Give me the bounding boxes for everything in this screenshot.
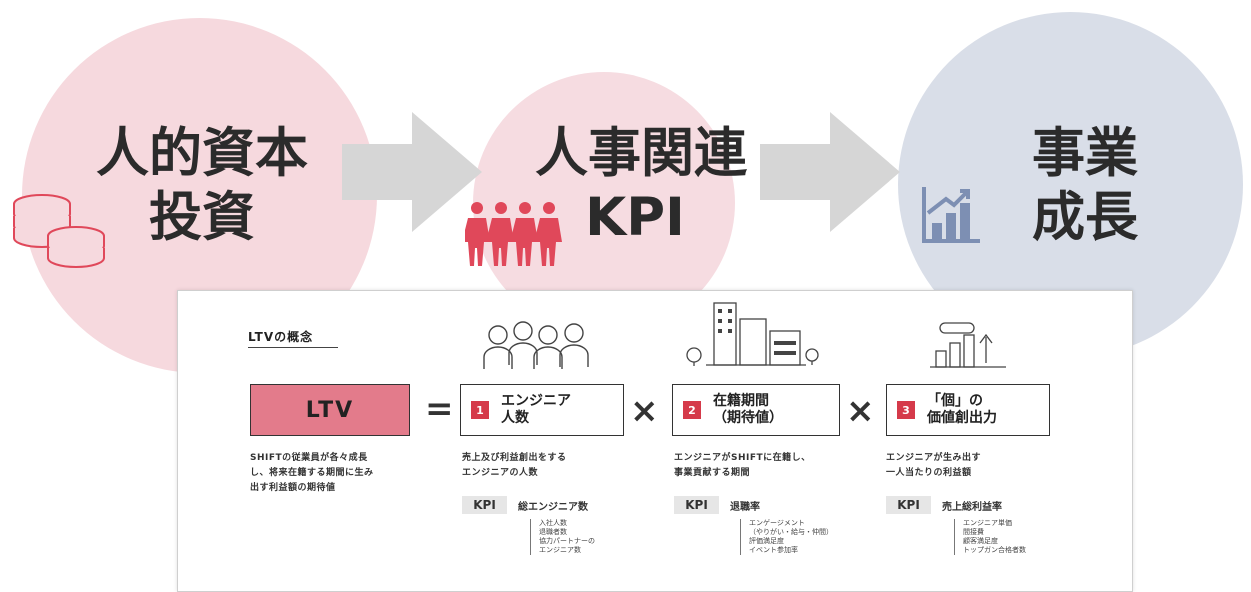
company-buildings-icon xyxy=(686,302,819,366)
bar-chart-icon xyxy=(922,187,980,243)
ltv-box: LTV xyxy=(250,384,410,436)
times-sign: × xyxy=(846,391,875,431)
value-creation-illustration-icon xyxy=(930,322,1006,368)
factor-number-badge: 2 xyxy=(683,401,701,419)
kpi-name: 売上総利益率 xyxy=(942,502,1002,513)
factor-label: 「個」の 価値創出力 xyxy=(927,393,997,426)
factor-value-creation: 3 「個」の 価値創出力 xyxy=(886,384,1050,436)
kpi-name: 退職率 xyxy=(730,502,760,513)
kpi-name: 総エンジニア数 xyxy=(518,502,588,513)
kpi-tag: KPI xyxy=(462,496,507,514)
equals-sign: = xyxy=(425,389,454,429)
kpi-tag: KPI xyxy=(886,496,931,514)
sub-kpi-list: エンゲージメント （やりがい・給与・仲間） 評価満足度 イベント参加率 xyxy=(740,519,833,555)
coins-icon xyxy=(13,194,105,268)
arrow-right-icon xyxy=(760,112,900,232)
arrow-right-icon xyxy=(342,112,482,232)
times-sign: × xyxy=(630,391,659,431)
sub-kpi-list: エンジニア単価 間接費 顧客満足度 トップガン合格者数 xyxy=(954,519,1026,555)
factor-description: エンジニアがSHIFTに在籍し、 事業貢献する期間 xyxy=(674,453,811,478)
engineers-illustration-icon xyxy=(483,321,589,369)
flow-step-human-capital: 人的資本 投資 xyxy=(96,123,308,248)
sub-kpi-list: 入社人数 退職者数 協力パートナーの エンジニア数 xyxy=(530,519,595,555)
people-icon xyxy=(465,202,562,266)
factor-engineer-count: 1 エンジニア 人数 xyxy=(460,384,624,436)
title-underline xyxy=(248,347,338,348)
factor-number-badge: 1 xyxy=(471,401,489,419)
ltv-description: SHIFTの従業員が各々成長 し、将来在籍する期間に生み 出す利益額の期待値 xyxy=(250,453,374,493)
factor-description: 売上及び利益創出をする エンジニアの人数 xyxy=(462,453,567,478)
factor-tenure: 2 在籍期間 （期待値） xyxy=(672,384,840,436)
flow-step-business-growth: 事業 成長 xyxy=(1032,123,1138,248)
factor-label: 在籍期間 （期待値） xyxy=(713,393,783,426)
kpi-tag: KPI xyxy=(674,496,719,514)
panel-title: LTVの概念 xyxy=(248,330,314,344)
factor-description: エンジニアが生み出す 一人当たりの利益額 xyxy=(886,453,982,478)
flow-step-hr-kpi: 人事関連 KPI xyxy=(535,123,747,248)
factor-number-badge: 3 xyxy=(897,401,915,419)
factor-label: エンジニア 人数 xyxy=(501,393,571,426)
ltv-concept-panel: LTVの概念 LTV = × × xyxy=(177,290,1133,592)
